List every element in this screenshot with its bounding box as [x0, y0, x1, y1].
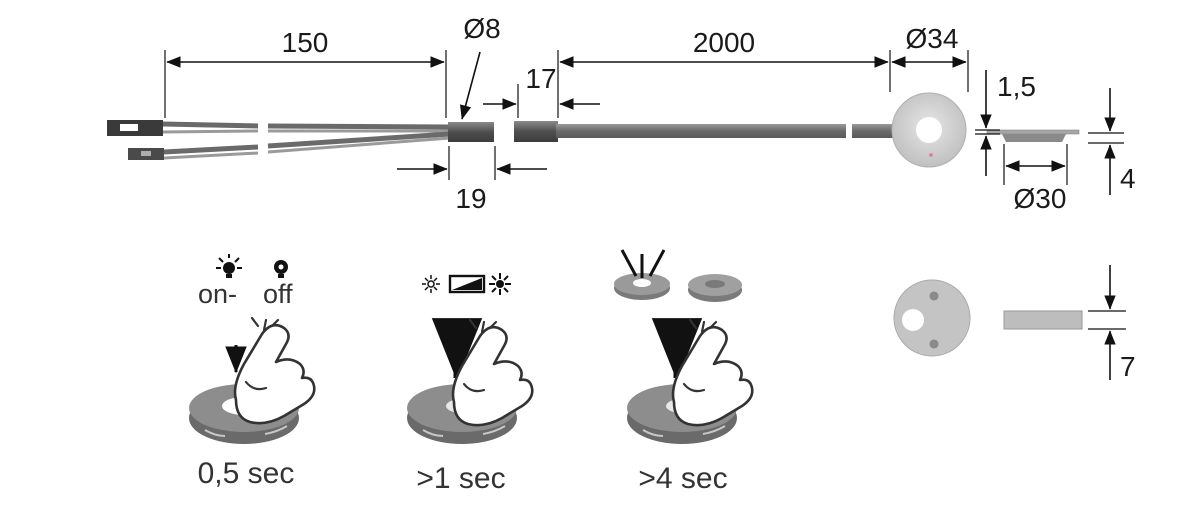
step-time-2: >4 sec [638, 462, 727, 495]
lamp-on-icon [216, 254, 242, 278]
dimension-19: 19 [397, 146, 547, 214]
dim-label-17: 17 [525, 63, 556, 94]
dim-label-1-5: 1,5 [997, 71, 1036, 102]
finger-icon [451, 318, 534, 427]
step-long-press: >4 sec [614, 249, 754, 495]
dim-label-4: 4 [1120, 163, 1136, 194]
step-time-1: >1 sec [416, 462, 505, 495]
dimension-150: 150 [164, 27, 447, 118]
dim-label-d30: Ø30 [1014, 183, 1067, 214]
step-time-0: 0,5 sec [198, 457, 295, 490]
dimension-diameter-30: Ø30 [1003, 144, 1068, 214]
cable-sleeve-right [514, 121, 558, 142]
sensor-disc-top-view [891, 92, 967, 168]
sensor-side-profile [1003, 310, 1083, 330]
step-short-press: on- off 0,5 sec [189, 254, 316, 490]
dimension-7: 7 [1088, 265, 1136, 382]
dimension-2000: 2000 [559, 27, 891, 92]
dimension-diameter-34: Ø34 [891, 23, 969, 92]
dim-label-7: 7 [1120, 351, 1136, 382]
lead-wires [162, 121, 451, 160]
dim-label-150: 150 [282, 27, 329, 58]
on-label: on- [198, 279, 237, 309]
dim-label-d34: Ø34 [906, 23, 959, 54]
dim-label-d8: Ø8 [463, 13, 500, 44]
dim-label-2000: 2000 [693, 27, 755, 58]
dimension-4: 4 [1088, 88, 1136, 195]
connector-upper [107, 120, 163, 136]
unlit-disc-icon [688, 274, 742, 302]
sensor-disc-side-view [986, 129, 1080, 142]
connector-lower [128, 148, 164, 160]
dim-low-icon [422, 275, 440, 293]
finger-icon [233, 316, 316, 425]
lit-disc-icon [614, 249, 670, 300]
lamp-off-icon [274, 260, 288, 278]
off-label: off [263, 279, 293, 309]
dimension-1-5: 1,5 [975, 70, 1036, 176]
dimming-ramp-icon [448, 274, 486, 294]
dimension-diameter-8: Ø8 [459, 13, 501, 120]
step-medium-press: >1 sec [407, 273, 534, 495]
main-cable [556, 124, 894, 138]
dim-label-19: 19 [455, 183, 486, 214]
cable-sleeve-left [448, 122, 494, 142]
dim-high-icon [489, 273, 511, 295]
sensor-back-view [893, 279, 971, 357]
finger-icon [671, 318, 754, 427]
dimension-17: 17 [483, 50, 600, 118]
